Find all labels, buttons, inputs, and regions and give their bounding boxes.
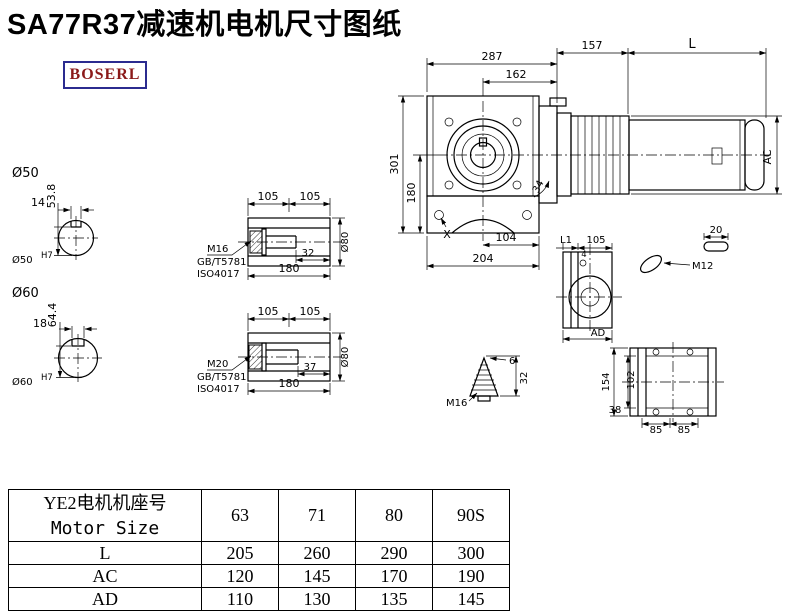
mounting-flange-view: 154 102 38 85 85: [601, 342, 724, 436]
size-col-63: 63: [201, 489, 279, 542]
bore2-dim-180: 180: [279, 377, 300, 390]
bore2-std2: ISO4017: [197, 384, 240, 395]
cell-AD-71: 130: [278, 587, 356, 611]
thread-M12: M12: [692, 261, 713, 272]
table-header-motor-size: YE2电机机座号 Motor Size: [8, 489, 202, 542]
cell-L-63: 205: [201, 541, 279, 565]
shaft50-bore-tol: H7: [41, 251, 53, 261]
cell-AC-90s: 190: [432, 564, 510, 588]
shaft-key-detail: M12 20: [639, 225, 729, 274]
gearbox-front-view: [426, 95, 774, 241]
bore1-std1: GB/T5781: [197, 257, 247, 268]
brand-logo: BOSERL: [63, 61, 147, 89]
dim-287: 287: [482, 50, 503, 63]
dim-104: 104: [496, 231, 517, 244]
dim-14: 14: [31, 196, 45, 209]
table-row-AC: AC 120 145 170 190: [8, 564, 510, 588]
dim-38: 38: [609, 405, 622, 416]
dim-204: 204: [473, 252, 494, 265]
technical-drawing: 287 162 157 L 301 180 AC 34 X 104: [12, 37, 782, 436]
row-label-AC: AC: [8, 564, 202, 588]
bore-detail-m20: 105 105 37 180 Ø80 M20 GB/T5781 ISO4017: [197, 305, 351, 395]
cell-AD-63: 110: [201, 587, 279, 611]
cell-AC-80: 170: [355, 564, 433, 588]
bore1-dim-105b: 105: [300, 190, 321, 203]
thread-M16: M16: [446, 398, 467, 409]
bore1-dim-32: 32: [302, 248, 315, 259]
bore2-dim-37: 37: [304, 362, 317, 373]
cell-L-90s: 300: [432, 541, 510, 565]
bore2-dim-105a: 105: [258, 305, 279, 318]
dim-20: 20: [710, 225, 723, 236]
cell-AC-63: 120: [201, 564, 279, 588]
bore2-bolt-label: M20: [207, 359, 228, 370]
dim-180: 180: [405, 183, 418, 204]
dim-L: L: [688, 37, 696, 52]
motor-size-table: YE2电机机座号 Motor Size 63 71 80 90S L 205 2…: [8, 489, 510, 611]
dim-162: 162: [506, 68, 527, 81]
row-label-AD: AD: [8, 587, 202, 611]
shaft-section-60: Ø60 18 64.4 Ø60 H7: [12, 286, 102, 388]
cell-L-80: 290: [355, 541, 433, 565]
bore2-dim-105b: 105: [300, 305, 321, 318]
bore1-dim-105a: 105: [258, 190, 279, 203]
dim-64-4: 64.4: [46, 303, 59, 328]
shaft60-bore-tol: H7: [41, 373, 53, 383]
dim-53-8: 53.8: [45, 184, 58, 209]
gearbox-side-view: L1 105 4 AD: [556, 235, 622, 343]
dim-154: 154: [601, 372, 612, 391]
dim-AC: AC: [761, 149, 774, 164]
size-col-90s: 90S: [432, 489, 510, 542]
row-label-L: L: [8, 541, 202, 565]
dim-85a: 85: [650, 425, 663, 436]
dim-6: 6: [509, 356, 515, 367]
dim-18: 18: [33, 317, 47, 330]
label-X: X: [443, 228, 451, 241]
cell-AC-71: 145: [278, 564, 356, 588]
bore1-std2: ISO4017: [197, 269, 240, 280]
bore1-bolt-label: M16: [207, 244, 228, 255]
table-row-L: L 205 260 290 300: [8, 541, 510, 565]
dim-L1: L1: [560, 235, 572, 246]
side-dim-105: 105: [586, 235, 605, 246]
breather-plug-detail: 6 32 M16: [446, 355, 530, 409]
plug-dim-32: 32: [519, 372, 530, 385]
cell-AD-90s: 145: [432, 587, 510, 611]
table-header-cn: YE2电机机座号: [43, 492, 167, 513]
dim-85b: 85: [678, 425, 691, 436]
bore2-std1: GB/T5781: [197, 372, 247, 383]
shaft50-label: Ø50: [12, 166, 39, 181]
page-title: SA77R37减速机电机尺寸图纸: [7, 9, 402, 41]
dim-157: 157: [582, 39, 603, 52]
shaft60-label: Ø60: [12, 286, 39, 301]
bore1-dim-180: 180: [279, 262, 300, 275]
dim-34: 34: [531, 179, 547, 195]
shaft60-bore-label: Ø60: [12, 376, 33, 388]
table-header-en: Motor Size: [50, 517, 160, 539]
shaft50-bore-label: Ø50: [12, 254, 33, 266]
size-col-80: 80: [355, 489, 433, 542]
cell-AD-80: 135: [355, 587, 433, 611]
bore2-dim-dia: Ø80: [339, 347, 351, 368]
dim-102: 102: [626, 370, 637, 389]
table-row-AD: AD 110 130 135 145: [8, 587, 510, 611]
main-view-dimensions: 287 162 157 L 301 180 AC 34 X 104: [388, 37, 782, 270]
bore1-dim-dia: Ø80: [339, 232, 351, 253]
dim-4: 4: [581, 250, 586, 260]
cell-L-71: 260: [278, 541, 356, 565]
bore-detail-m16: 105 105 32 180 Ø80 M16 GB/T5781 ISO4017: [197, 190, 351, 280]
size-col-71: 71: [278, 489, 356, 542]
motor-side-view: [538, 97, 765, 204]
dim-AD: AD: [591, 328, 606, 339]
shaft-section-50: Ø50 14 53.8 Ø50 H7: [12, 166, 98, 266]
dim-301: 301: [388, 154, 401, 175]
